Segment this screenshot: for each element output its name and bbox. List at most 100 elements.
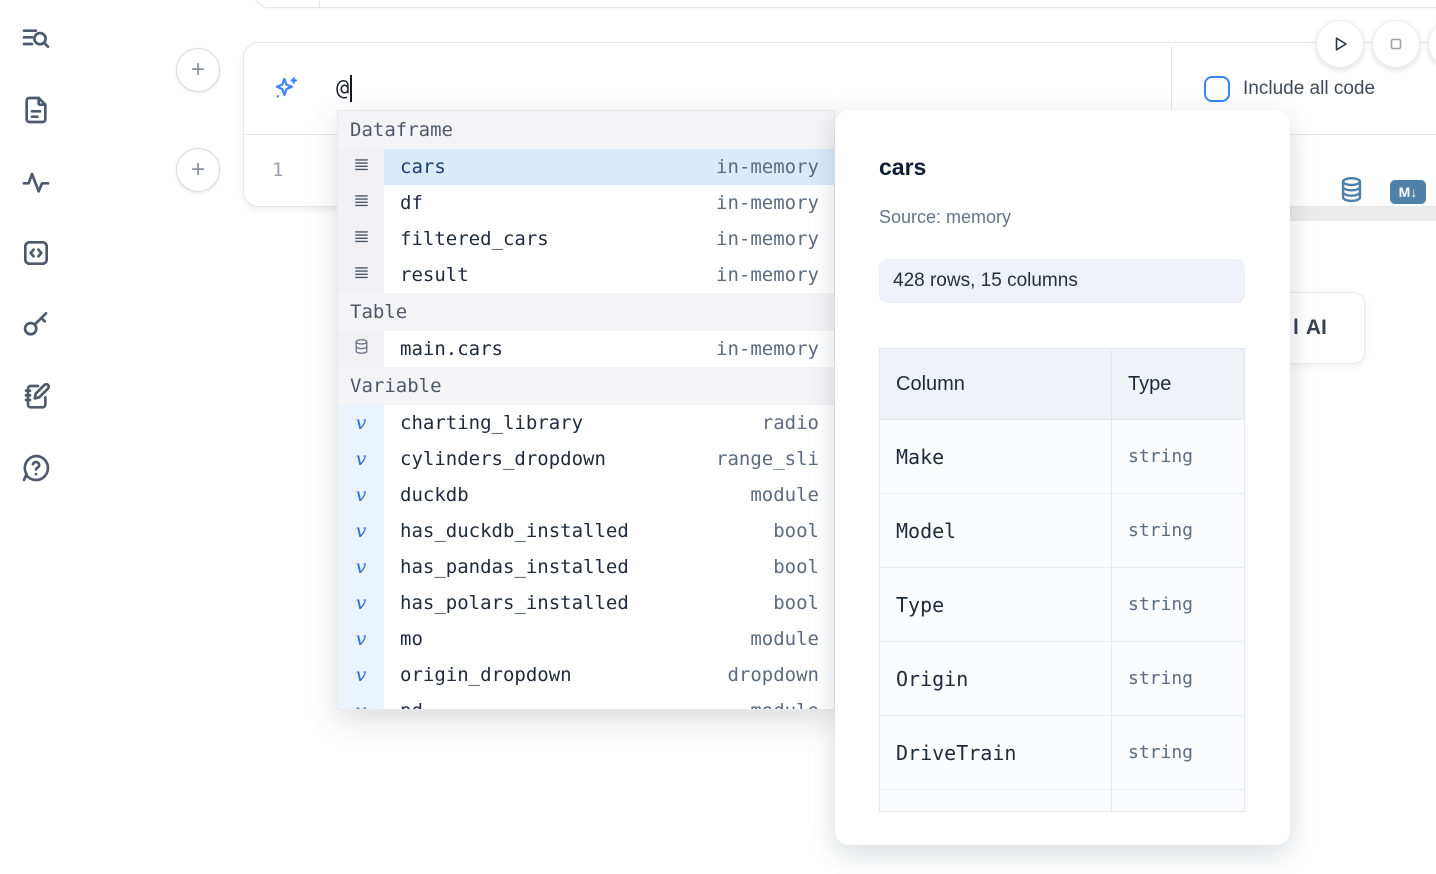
include-all-code-checkbox[interactable]	[1204, 75, 1230, 102]
completion-item-main-cars[interactable]: main.cars in-memory	[338, 331, 834, 367]
code-square-icon[interactable]	[20, 237, 52, 269]
completion-item-df[interactable]: df in-memory	[338, 185, 834, 221]
file-text-icon[interactable]	[20, 94, 52, 126]
item-name: cars	[400, 156, 446, 178]
item-name: charting_library	[400, 412, 584, 434]
item-type: module	[750, 700, 819, 709]
help-bubble-icon[interactable]	[20, 452, 52, 484]
table-row: DriveTrain string	[880, 716, 1244, 790]
table-row: Type string	[880, 568, 1244, 642]
run-cell-button[interactable]	[1316, 20, 1364, 68]
completion-section-label: Table	[338, 293, 834, 331]
variable-icon: v	[355, 483, 367, 506]
variable-icon: v	[355, 591, 367, 614]
include-all-code-control: Include all code	[1204, 43, 1375, 134]
column-type: string	[1128, 594, 1194, 615]
column-type: string	[1128, 668, 1194, 689]
column-name: Model	[896, 518, 957, 543]
column-name: DriveTrain	[896, 740, 1017, 765]
completion-item-cylinders-dropdown[interactable]: v cylinders_dropdown range_sli	[338, 441, 834, 477]
include-all-code-label: Include all code	[1243, 77, 1376, 99]
schema-table: Column Type Make string Model string Typ…	[879, 348, 1245, 812]
activity-icon[interactable]	[20, 166, 52, 198]
editor-actions: M↓	[1337, 175, 1426, 209]
rows-icon	[353, 228, 370, 250]
completion-item-result[interactable]: result in-memory	[338, 257, 834, 293]
rows-icon	[353, 156, 370, 178]
panel-source: Source: memory	[879, 207, 1012, 227]
prompt-text: @	[336, 76, 350, 101]
item-type: in-memory	[716, 264, 819, 286]
item-name: origin_dropdown	[400, 664, 572, 686]
item-name: pd	[400, 700, 423, 709]
item-type: module	[750, 628, 819, 650]
variable-icon: v	[355, 627, 367, 650]
previous-cell-edge	[255, 0, 1436, 8]
button-label-fragment: l	[1293, 316, 1299, 339]
type-header: Type	[1128, 372, 1172, 395]
item-name: has_duckdb_installed	[400, 520, 629, 542]
item-type: in-memory	[716, 192, 819, 214]
item-name: cylinders_dropdown	[400, 448, 606, 470]
database-icon	[353, 338, 370, 360]
ai-prompt-input[interactable]: @	[336, 75, 353, 102]
completion-item-pd[interactable]: v pd module	[338, 693, 834, 709]
ai-prompt-row: @ Include all code	[244, 43, 1436, 134]
item-type: module	[750, 484, 819, 506]
completion-section-label: Variable	[338, 367, 834, 405]
completion-item-has-polars-installed[interactable]: v has_polars_installed bool	[338, 585, 834, 621]
item-type: in-memory	[716, 228, 819, 250]
notebook-pen-icon[interactable]	[20, 380, 52, 412]
completion-item-cars[interactable]: cars in-memory	[338, 149, 834, 185]
rows-icon	[353, 264, 370, 286]
add-cell-button-top[interactable]: +	[176, 48, 220, 92]
item-type: bool	[773, 556, 819, 578]
item-name: filtered_cars	[400, 228, 549, 250]
table-header-row: Column Type	[880, 349, 1244, 420]
database-icon[interactable]	[1337, 175, 1366, 209]
item-name: has_pandas_installed	[400, 556, 629, 578]
line-number: 1	[272, 159, 284, 181]
column-name: Origin	[896, 666, 969, 691]
divider	[319, 0, 320, 7]
stop-cell-button[interactable]	[1372, 20, 1420, 68]
table-row-partial	[880, 790, 1244, 811]
table-row: Make string	[880, 420, 1244, 494]
column-type: string	[1128, 742, 1194, 763]
item-name: result	[400, 264, 469, 286]
list-search-icon[interactable]	[20, 24, 52, 56]
sidebar	[0, 0, 72, 874]
item-name: df	[400, 192, 423, 214]
item-type: in-memory	[716, 156, 819, 178]
completion-item-duckdb[interactable]: v duckdb module	[338, 477, 834, 513]
rows-icon	[353, 192, 370, 214]
button-label: AI	[1305, 316, 1327, 339]
item-type: radio	[761, 412, 819, 434]
dataframe-preview-panel: cars Source: memory 428 rows, 15 columns…	[835, 110, 1290, 845]
variable-icon: v	[356, 701, 367, 709]
variable-icon: v	[355, 447, 367, 470]
key-icon[interactable]	[20, 308, 52, 340]
item-type: range_sli	[716, 448, 819, 470]
item-type: dropdown	[727, 664, 819, 686]
item-name: has_polars_installed	[400, 592, 629, 614]
item-type: in-memory	[716, 338, 819, 360]
add-cell-button-bottom[interactable]: +	[176, 148, 220, 192]
item-type: bool	[773, 592, 819, 614]
divider	[1171, 46, 1172, 131]
sparkles-icon	[270, 74, 300, 104]
column-header: Column	[880, 349, 1112, 419]
panel-stats-badge: 428 rows, 15 columns	[879, 259, 1245, 303]
markdown-export-icon[interactable]: M↓	[1390, 180, 1426, 204]
column-type: string	[1128, 520, 1194, 541]
completion-item-filtered-cars[interactable]: filtered_cars in-memory	[338, 221, 834, 257]
item-name: main.cars	[400, 338, 503, 360]
item-name: duckdb	[400, 484, 469, 506]
column-type: string	[1128, 446, 1194, 467]
